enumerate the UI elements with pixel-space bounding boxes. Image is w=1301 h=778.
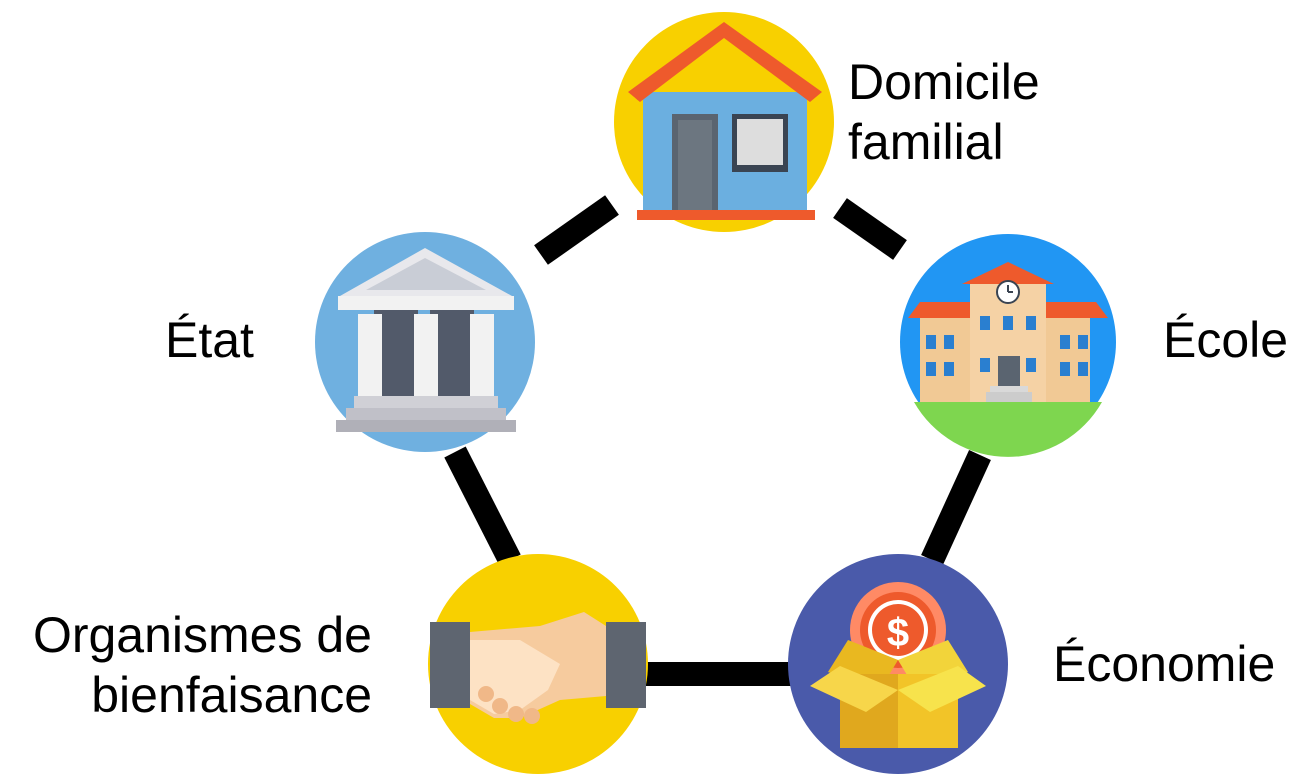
svg-text:$: $ <box>887 611 909 655</box>
home-label-line2: familial <box>848 114 1004 170</box>
charity-label: Organismes de bienfaisance <box>0 605 372 725</box>
home-label: Domicile familial <box>848 52 1040 172</box>
connector-school-economy <box>921 450 991 565</box>
handshake-icon <box>428 554 648 774</box>
home-label-line1: Domicile <box>848 54 1040 110</box>
economy-label: Économie <box>1053 636 1276 692</box>
charity-label-line1: Organismes de <box>32 607 372 663</box>
school-label: École <box>1163 312 1289 368</box>
connectors <box>444 195 991 686</box>
connector-state-charity <box>444 446 521 566</box>
school-building-icon <box>900 234 1116 457</box>
state-label: État <box>165 312 254 368</box>
house-icon <box>614 12 834 232</box>
money-box-icon: $ <box>788 554 1008 774</box>
connector-home-school <box>833 198 907 260</box>
connector-home-state <box>534 195 619 265</box>
government-building-icon <box>315 232 535 452</box>
charity-label-line2: bienfaisance <box>91 667 372 723</box>
